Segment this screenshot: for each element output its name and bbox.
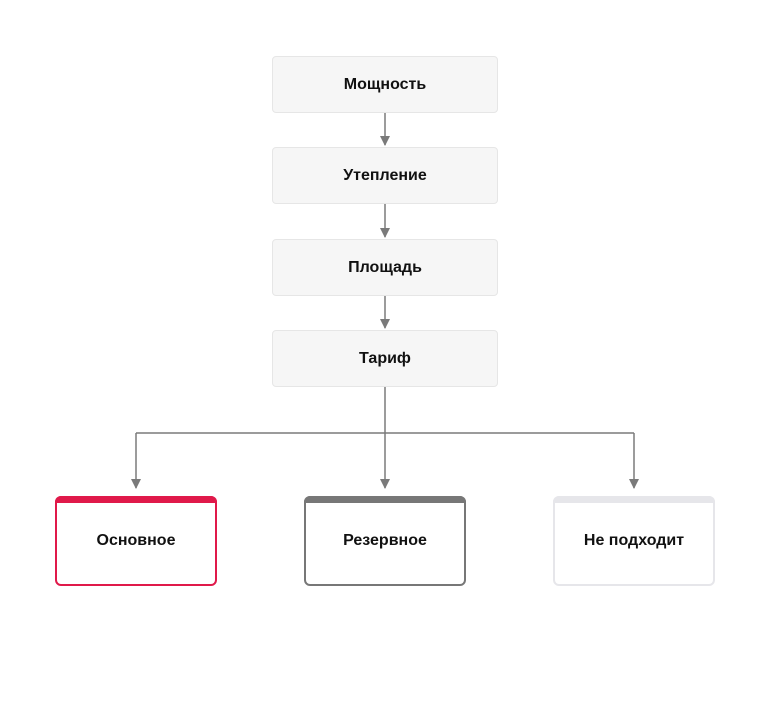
outcome-label: Резервное — [343, 532, 427, 549]
step-label: Тариф — [359, 349, 411, 367]
outcome-node-unsuitable: Не подходит — [553, 496, 715, 586]
outcome-node-backup: Резервное — [304, 496, 466, 586]
outcome-node-primary: Основное — [55, 496, 217, 586]
step-label: Площадь — [348, 258, 422, 276]
outcome-accent-bar — [553, 496, 715, 503]
step-node-tariff: Тариф — [272, 330, 498, 387]
step-label: Мощность — [343, 75, 427, 93]
outcome-accent-bar — [304, 496, 466, 503]
outcome-label: Основное — [96, 532, 176, 549]
step-label: Утепление — [343, 166, 427, 184]
step-node-area: Площадь — [272, 239, 498, 296]
outcome-label: Не подходит — [583, 532, 685, 549]
step-node-power: Мощность — [272, 56, 498, 113]
outcome-accent-bar — [55, 496, 217, 503]
step-node-insulation: Утепление — [272, 147, 498, 204]
